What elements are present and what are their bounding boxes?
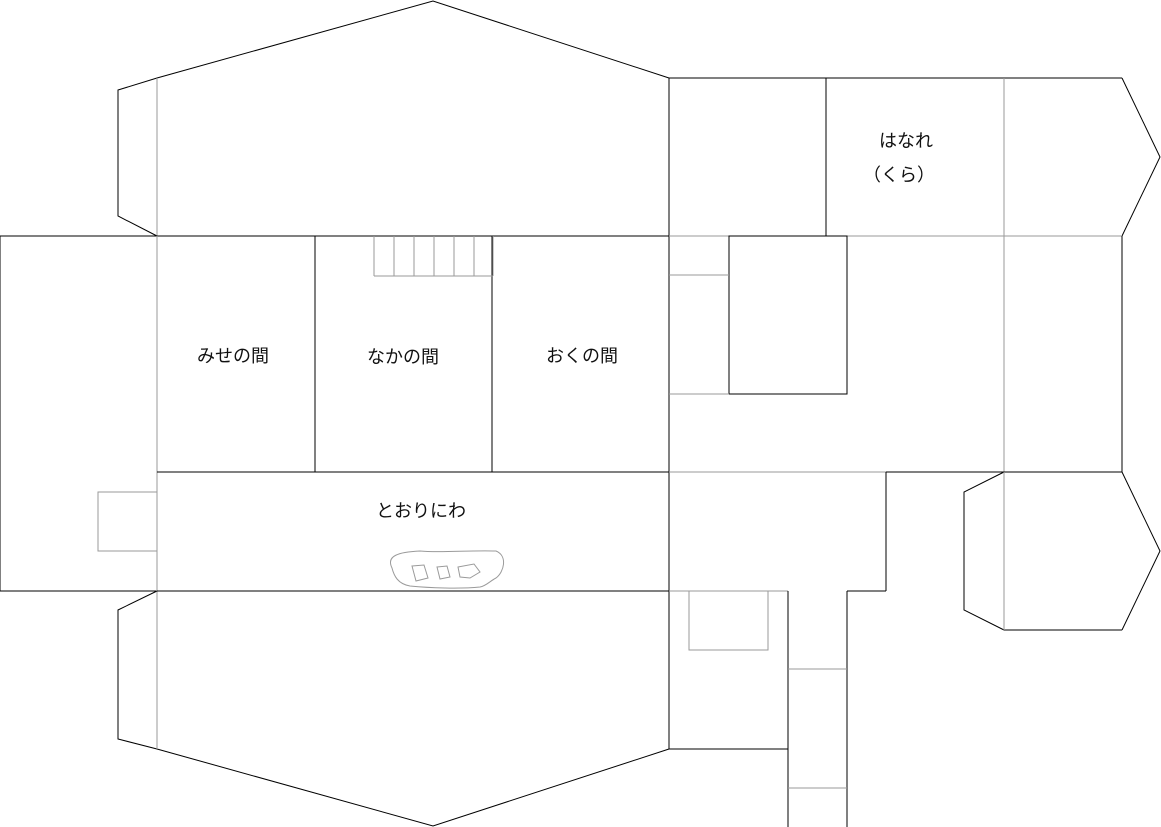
room-label-oku: おくの間: [546, 346, 618, 367]
room-label-kura: （くら）: [863, 165, 935, 186]
room-label-mise: みせの間: [197, 346, 269, 367]
staircase: [373, 236, 494, 277]
small-bath-box: [688, 590, 769, 651]
left-wall-panel: [0, 235, 158, 592]
room-label-toorizawa: とおりにわ: [376, 501, 466, 522]
left-small-box: [97, 491, 158, 552]
right-inner-rooms: [669, 235, 887, 827]
upper-roof-panel: [117, 0, 670, 237]
room-label-naka: なかの間: [367, 347, 439, 368]
right-wing: [669, 77, 1161, 631]
inner-room-box: [728, 235, 848, 395]
room-label-hanare: はなれ: [879, 131, 933, 152]
stepping-stones: [390, 550, 504, 589]
main-rooms: [156, 78, 670, 749]
lower-roof-panel: [117, 590, 670, 827]
